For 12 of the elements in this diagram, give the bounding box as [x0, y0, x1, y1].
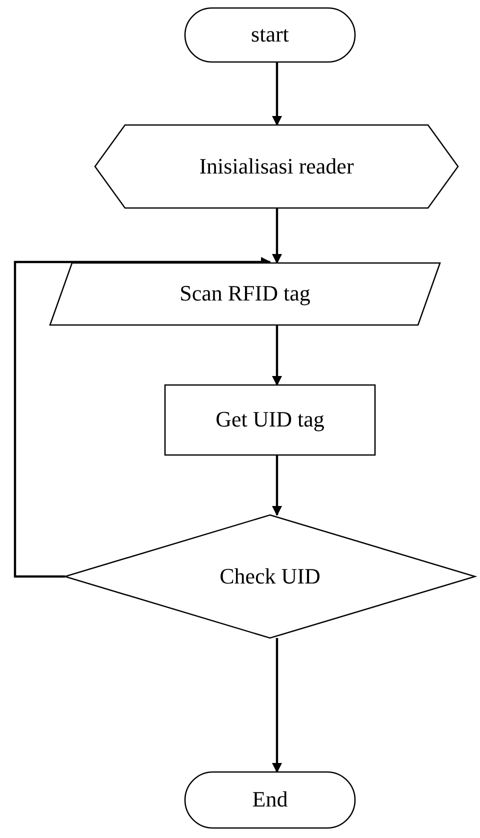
arrow — [272, 455, 282, 516]
arrow — [272, 638, 282, 773]
node-label: End — [252, 786, 288, 814]
node-label: Inisialisasi reader — [199, 152, 354, 180]
arrow — [272, 325, 282, 386]
node-label: Get UID tag — [216, 406, 324, 434]
node-label: Scan RFID tag — [180, 280, 310, 308]
arrow — [14, 257, 271, 578]
arrow — [272, 62, 282, 126]
arrow — [272, 208, 282, 264]
node-label: Check UID — [220, 562, 320, 590]
node-label: start — [251, 20, 289, 49]
